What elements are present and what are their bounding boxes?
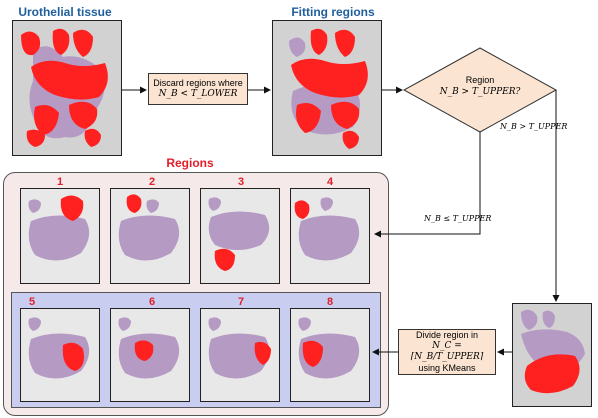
region-thumb-5 <box>20 308 100 402</box>
urothelial-tissue-slide <box>12 20 122 156</box>
region-number-2: 2 <box>148 176 156 188</box>
tissue-map <box>21 28 108 147</box>
region-thumb-8 <box>290 308 370 402</box>
region-6-map <box>118 317 180 379</box>
region-thumb-2 <box>110 188 190 284</box>
fitting-regions-title: Fitting regions <box>291 5 375 19</box>
region-thumb-6 <box>110 308 190 402</box>
divide-region-box: Divide region in N_C = ⌈N_B/T_UPPER⌉ usi… <box>398 329 496 375</box>
edge-label-below-upper: N_B ≤ T_UPPER <box>424 214 492 223</box>
discard-text: Discard regions where <box>153 77 243 88</box>
arrow-to-regions <box>374 132 481 238</box>
region-7-map <box>208 317 271 379</box>
fitting-tissue-map <box>289 28 368 149</box>
region-thumb-3 <box>200 188 280 284</box>
region-thumb-1 <box>20 188 100 284</box>
urothelial-tissue-title: Urothelial tissue <box>18 5 112 19</box>
region-thumb-4 <box>290 188 370 284</box>
region-number-5: 5 <box>28 296 36 308</box>
region-number-3: 3 <box>237 176 245 188</box>
region-number-8: 8 <box>326 296 334 308</box>
decision-text: Region N_B > T_UPPER? <box>424 75 536 98</box>
region-thumb-7 <box>200 308 280 402</box>
region-number-6: 6 <box>148 296 156 308</box>
region-2-map <box>118 194 180 261</box>
large-region-map <box>521 309 585 394</box>
divide-formula: N_C = ⌈N_B/T_UPPER⌉ <box>410 340 484 362</box>
edge-label-above-upper: N_B > T_UPPER <box>500 122 568 131</box>
discard-regions-box: Discard regions where N_B < T_LOWER <box>148 73 248 105</box>
fitting-regions-slide <box>272 20 382 156</box>
region-4-map <box>294 197 360 261</box>
large-region-slide <box>512 303 592 407</box>
region-5-map <box>28 317 90 379</box>
region-8-map <box>298 317 360 379</box>
region-number-7: 7 <box>237 296 245 308</box>
region-3-map <box>208 197 270 271</box>
region-1-map <box>28 195 90 261</box>
divide-method: using KMeans <box>418 363 476 374</box>
divide-text: Divide region in <box>415 329 479 340</box>
decision-label: Region <box>465 75 495 85</box>
regions-title: Regions <box>166 156 214 170</box>
region-number-4: 4 <box>326 176 334 188</box>
discard-condition: N_B < T_LOWER <box>158 89 238 99</box>
decision-condition: N_B > T_UPPER? <box>439 86 521 97</box>
region-number-1: 1 <box>56 176 64 188</box>
